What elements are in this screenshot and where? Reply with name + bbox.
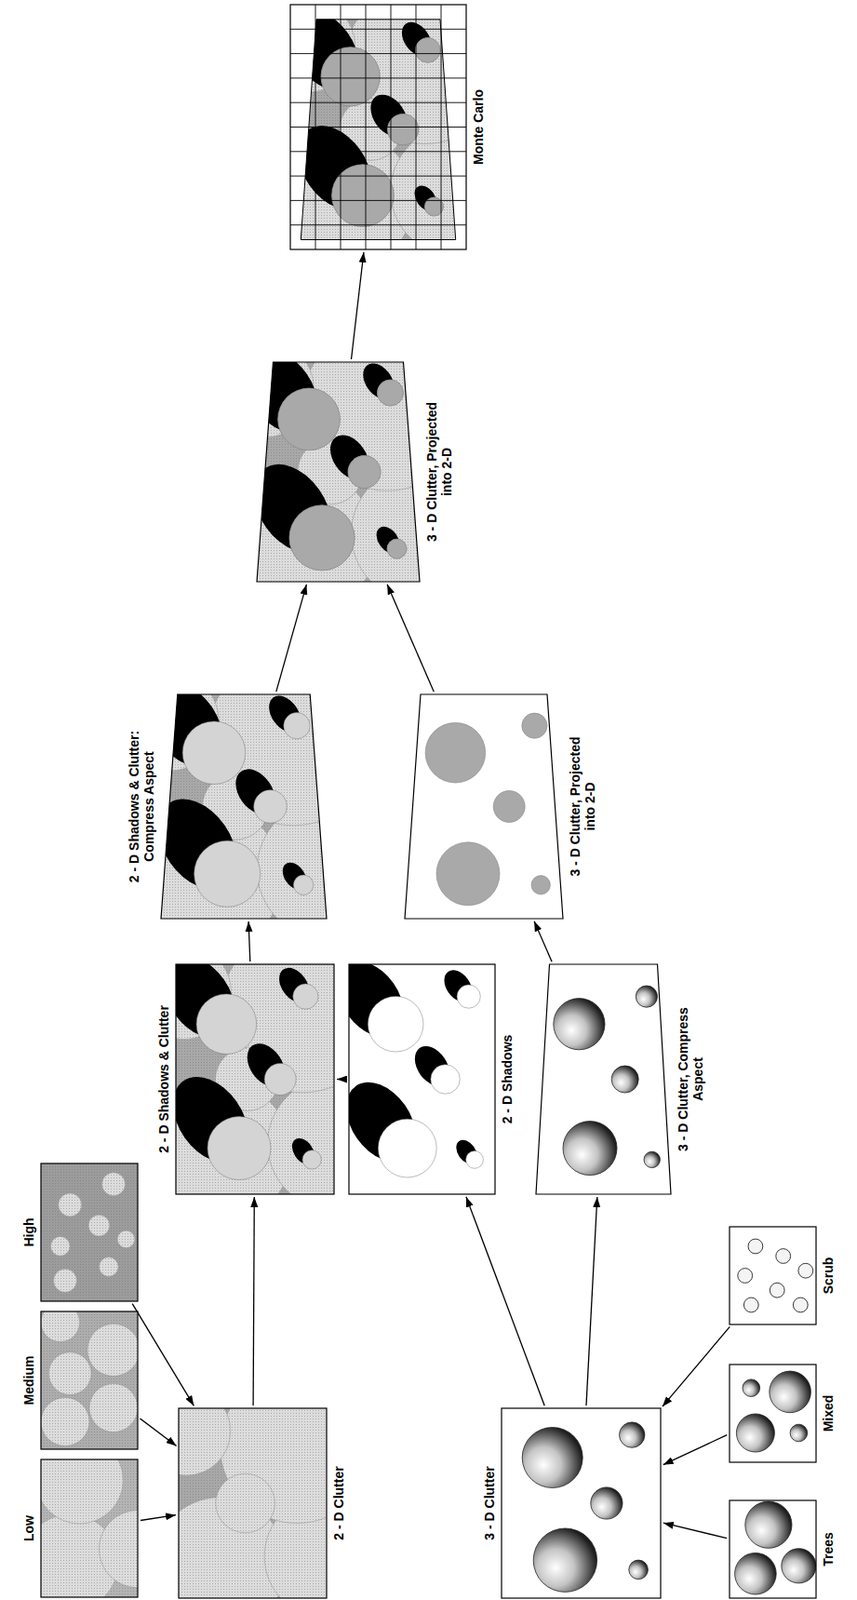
panel-picture	[535, 964, 671, 1194]
flow-arrow	[534, 921, 552, 963]
panel-picture	[178, 1407, 327, 1598]
panel-label: 2 - D Shadows & Clutter: Compress Aspect	[126, 709, 157, 904]
panel-picture	[501, 1407, 661, 1598]
panel-label: Monte Carlo	[470, 89, 486, 165]
panel-picture	[40, 1311, 138, 1449]
flow-arrow	[387, 584, 434, 692]
panel-picture	[729, 1364, 817, 1462]
panel-picture	[729, 1499, 817, 1598]
panel-picture	[40, 1459, 138, 1597]
panel-label: Medium	[21, 1355, 37, 1406]
image-panel: Mixed	[729, 1364, 817, 1462]
image-panel: Medium	[40, 1311, 138, 1449]
panel-label: Mixed	[820, 1394, 836, 1433]
flow-arrow	[662, 1325, 730, 1407]
flow-arrow	[663, 1522, 727, 1538]
flow-arrow	[351, 252, 364, 360]
flow-arrow	[586, 1196, 598, 1406]
panel-picture	[348, 964, 496, 1194]
panel-picture	[256, 361, 420, 582]
panel-picture	[175, 964, 335, 1194]
panel-picture	[404, 694, 563, 919]
image-panel: Low	[40, 1459, 138, 1597]
image-panel: 3 - D Clutter, Projected into 2-D	[256, 361, 420, 582]
flow-arrow	[336, 1078, 347, 1080]
panel-label: 3 - D Clutter	[482, 1465, 497, 1540]
panel-label: Trees	[820, 1531, 836, 1567]
image-panel: High	[40, 1163, 138, 1301]
panel-label: 3 - D Clutter, Projected into 2-D	[567, 724, 598, 888]
image-panel: 3 - D Clutter, Compress Aspect	[535, 964, 671, 1194]
image-panel: Trees	[729, 1499, 817, 1598]
flow-arrow	[140, 1514, 176, 1521]
panel-label: High	[21, 1217, 37, 1246]
panel-label: Low	[21, 1514, 37, 1541]
panel-picture	[160, 694, 327, 919]
panel-label: 2 - D Clutter	[331, 1465, 347, 1540]
image-panel: Monte Carlo	[290, 4, 467, 250]
image-panel: 2 - D Clutter	[178, 1407, 327, 1598]
image-panel: 3 - D Clutter, Projected into 2-D	[404, 694, 563, 919]
panel-label: 3 - D Clutter, Projected into 2-D	[424, 390, 455, 554]
panel-label: 2 - D Shadows	[499, 1034, 515, 1125]
panel-label: 3 - D Clutter, Compress Aspect	[675, 1003, 706, 1156]
panel-picture	[290, 4, 467, 250]
flow-arrow	[248, 921, 251, 962]
image-panel: 2 - D Shadows & Clutter: Compress Aspect	[160, 694, 327, 919]
panel-label: 2 - D Shadows & Clutter	[156, 1004, 172, 1153]
flow-arrow	[253, 1196, 255, 1406]
image-panel: 2 - D Shadows	[348, 964, 496, 1194]
flow-arrow	[276, 584, 308, 692]
flow-arrow	[466, 1196, 545, 1406]
flow-arrow	[663, 1434, 728, 1465]
flow-arrow	[132, 1303, 194, 1407]
image-panel: 3 - D Clutter	[501, 1407, 661, 1598]
panel-picture	[40, 1163, 138, 1301]
image-panel: 2 - D Shadows & Clutter	[175, 964, 335, 1194]
panel-picture	[729, 1226, 817, 1325]
flow-arrow	[139, 1418, 176, 1447]
image-panel: Scrub	[729, 1226, 817, 1325]
panel-label: Scrub	[820, 1257, 836, 1295]
